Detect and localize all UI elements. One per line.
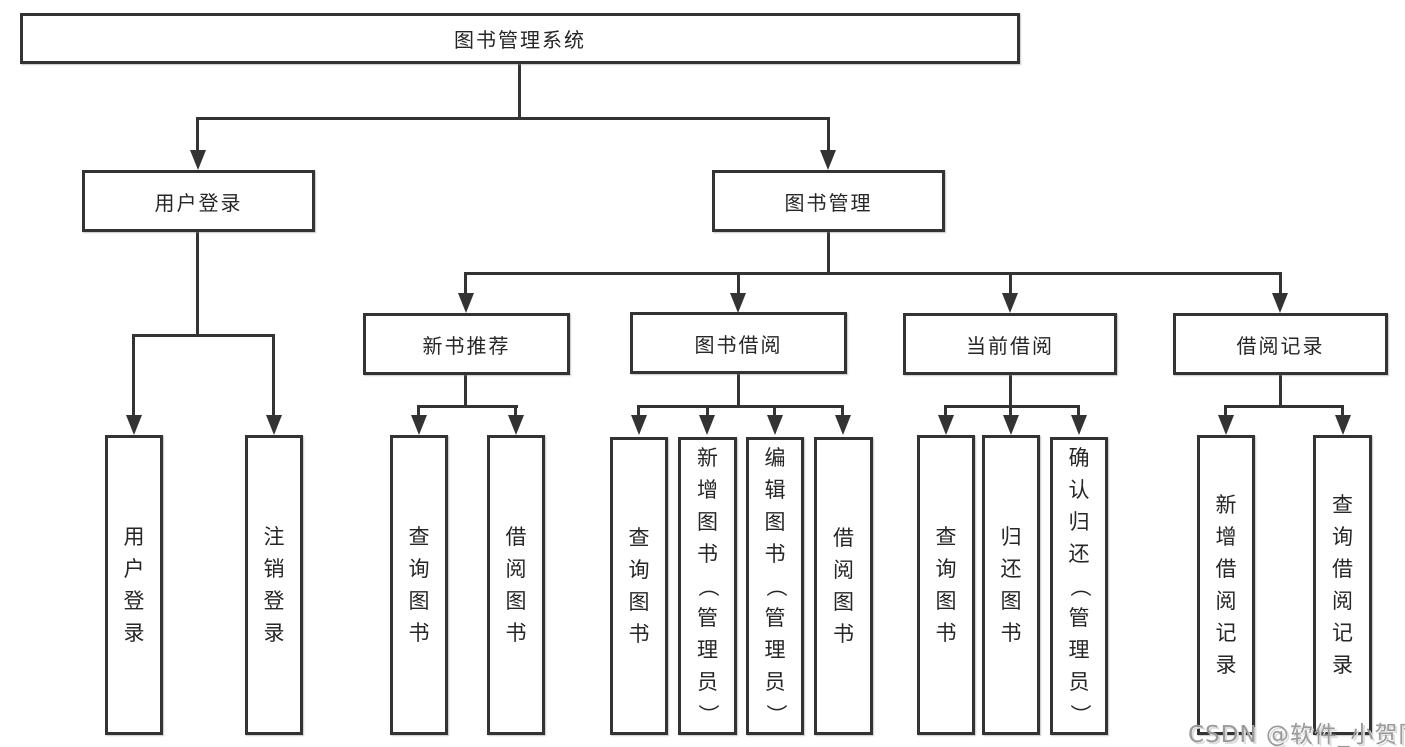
arrow-down-icon (1002, 293, 1018, 313)
leaf-recommend-borrow-books-label: 借阅图书 (505, 524, 527, 645)
connector-line (1279, 375, 1282, 408)
connector-line (1279, 272, 1282, 297)
leaf-query-borrow-record: 查询借阅记录 (1313, 435, 1372, 735)
connector-line (196, 232, 199, 337)
connector-line (196, 117, 199, 155)
connector-line (197, 117, 830, 120)
leaf-add-books-admin-label: 新增图书（管理员） (696, 445, 720, 725)
connector-line (417, 405, 518, 408)
node-user-login: 用户登录 (82, 170, 315, 232)
node-borrow-records-label: 借阅记录 (1236, 333, 1325, 358)
node-user-login-label: 用户登录 (154, 190, 243, 215)
arrow-down-icon (1218, 415, 1234, 435)
leaf-edit-books-admin-label: 编辑图书（管理员） (763, 445, 788, 725)
leaf-query-borrow-record-label: 查询借阅记录 (1332, 492, 1353, 677)
leaf-borrowing-borrow-books-label: 借阅图书 (833, 525, 854, 646)
connector-line (637, 405, 844, 408)
arrow-down-icon (820, 150, 836, 170)
arrow-down-icon (126, 415, 142, 435)
connector-line (944, 405, 947, 418)
leaf-add-books-admin: 新增图书（管理员） (678, 437, 737, 735)
leaf-user-login: 用户登录 (105, 435, 163, 735)
arrow-down-icon (1003, 415, 1019, 435)
leaf-current-query-books: 查询图书 (917, 435, 975, 735)
connector-line (1009, 375, 1012, 408)
connector-line (464, 375, 467, 408)
connector-line (1341, 405, 1344, 418)
leaf-current-query-books-label: 查询图书 (935, 524, 957, 645)
connector-line (514, 405, 517, 418)
csdn-watermark: CSDN @软件_小贺同学 (1188, 722, 1405, 747)
connector-line (827, 232, 830, 275)
leaf-borrowing-query-books: 查询图书 (610, 437, 668, 735)
node-book-management: 图书管理 (712, 170, 945, 232)
node-new-book-recommend-label: 新书推荐 (422, 333, 511, 358)
node-book-management-label: 图书管理 (784, 190, 873, 215)
arrow-down-icon (411, 415, 427, 435)
connector-line (944, 405, 1080, 408)
arrow-down-icon (1272, 293, 1288, 313)
leaf-borrowing-borrow-books: 借阅图书 (814, 437, 873, 735)
leaf-recommend-borrow-books: 借阅图书 (487, 435, 545, 735)
connector-line (465, 272, 1282, 275)
leaf-confirm-return-admin-label: 确认归还（管理员） (1067, 445, 1092, 725)
leaf-return-books: 归还图书 (982, 435, 1040, 735)
leaf-recommend-query-books: 查询图书 (390, 435, 448, 735)
leaf-confirm-return-admin: 确认归还（管理员） (1050, 437, 1108, 735)
connector-line (133, 334, 275, 337)
arrow-down-icon (730, 293, 746, 313)
leaf-logout: 注销登录 (245, 435, 303, 735)
node-borrow-records: 借阅记录 (1173, 313, 1388, 375)
leaf-add-borrow-record: 新增借阅记录 (1197, 435, 1255, 735)
node-root: 图书管理系统 (20, 13, 1020, 64)
leaf-user-login-label: 用户登录 (123, 524, 145, 645)
connector-line (132, 334, 135, 418)
node-current-borrowing: 当前借阅 (903, 313, 1117, 375)
node-book-borrowing: 图书借阅 (630, 312, 847, 374)
leaf-logout-label: 注销登录 (263, 524, 285, 645)
connector-line (637, 405, 640, 418)
arrow-down-icon (266, 415, 282, 435)
leaf-add-borrow-record-label: 新增借阅记录 (1215, 492, 1237, 677)
connector-line (272, 334, 275, 418)
connector-line (737, 272, 740, 297)
connector-line (1224, 405, 1227, 418)
arrow-down-icon (1335, 415, 1351, 435)
connector-line (417, 405, 420, 418)
connector-line (1077, 405, 1080, 418)
connector-line (1009, 272, 1012, 297)
arrow-down-icon (631, 415, 647, 435)
arrow-down-icon (699, 415, 715, 435)
node-current-borrowing-label: 当前借阅 (966, 333, 1054, 358)
connector-line (518, 62, 521, 120)
connector-line (706, 405, 709, 418)
arrow-down-icon (767, 415, 783, 435)
node-root-label: 图书管理系统 (454, 28, 586, 52)
arrow-down-icon (458, 293, 474, 313)
connector-line (737, 373, 740, 408)
connector-line (1009, 405, 1012, 418)
node-new-book-recommend: 新书推荐 (363, 313, 570, 375)
leaf-borrowing-query-books-label: 查询图书 (628, 525, 650, 646)
arrow-down-icon (508, 415, 524, 435)
leaf-edit-books-admin: 编辑图书（管理员） (746, 437, 804, 735)
node-book-borrowing-label: 图书借阅 (694, 332, 783, 357)
leaf-recommend-query-books-label: 查询图书 (408, 524, 430, 645)
arrow-down-icon (1071, 415, 1087, 435)
arrow-down-icon (190, 150, 206, 170)
connector-line (1224, 405, 1344, 408)
arrow-down-icon (938, 415, 954, 435)
leaf-return-books-label: 归还图书 (1000, 524, 1022, 645)
connector-line (773, 405, 776, 418)
arrow-down-icon (835, 415, 851, 435)
connector-line (841, 405, 844, 418)
connector-line (827, 117, 830, 155)
connector-line (464, 272, 467, 297)
